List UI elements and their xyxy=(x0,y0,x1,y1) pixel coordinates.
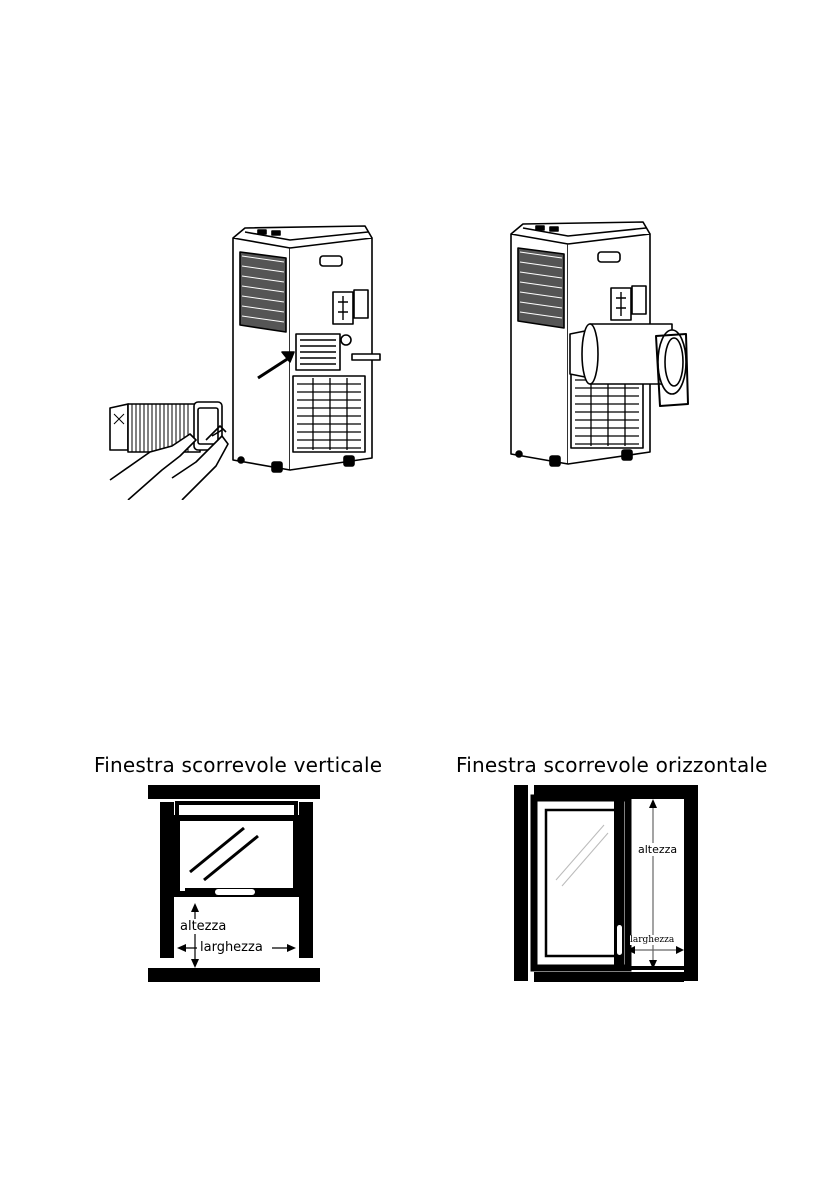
vertical-width-label: larghezza xyxy=(200,940,263,955)
horizontal-height-label: altezza xyxy=(638,843,677,856)
vertical-height-label: altezza xyxy=(180,919,226,934)
horizontal-width-label: larghezza xyxy=(630,935,674,945)
horizontal-window-diagram: altezza larghezza xyxy=(508,780,708,986)
vertical-window-caption: Finestra scorrevole verticale xyxy=(94,753,382,777)
hose-attach-illustration xyxy=(100,220,390,500)
horizontal-window-caption: Finestra scorrevole orizzontale xyxy=(456,753,768,777)
hose-installed-illustration xyxy=(500,220,700,480)
vertical-window-diagram: altezza larghezza xyxy=(145,783,325,985)
